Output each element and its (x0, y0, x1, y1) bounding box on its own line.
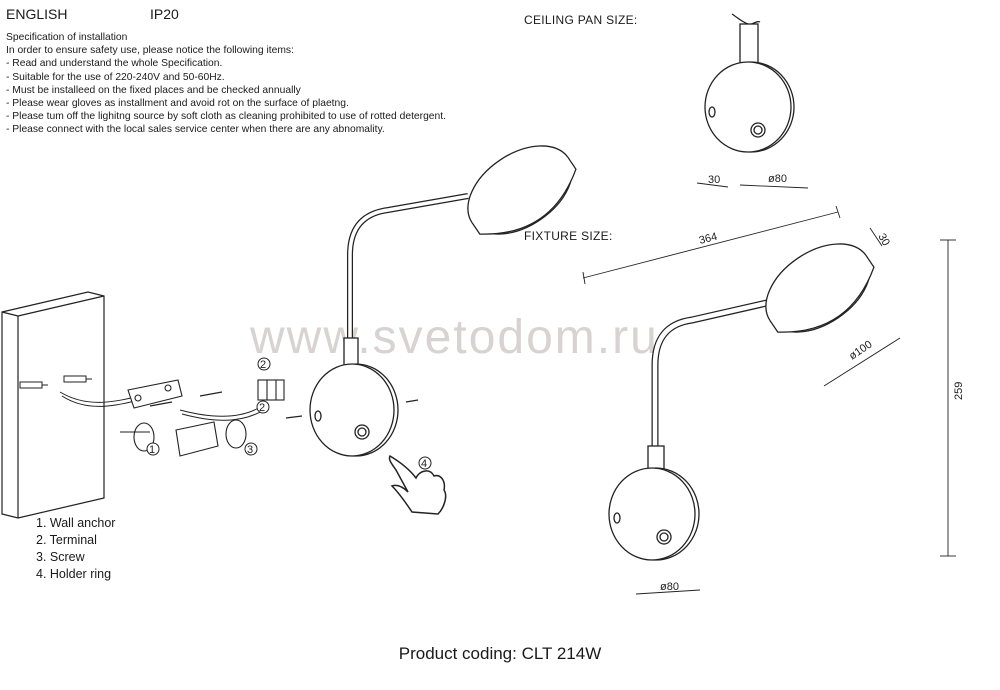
spec-item: - Suitable for the use of 220-240V and 5… (6, 71, 225, 83)
ceiling-pan-size-label: CEILING PAN SIZE: (524, 13, 638, 27)
mounting-bracket (127, 379, 183, 409)
legend-item: 2. Terminal (36, 533, 97, 547)
spec-item: - Read and understand the whole Specific… (6, 58, 223, 70)
watermark: www.svetodom.ru (250, 311, 659, 364)
spec-title: Specification of installation (6, 32, 128, 43)
fixture-dimensions (582, 205, 956, 595)
ceiling-pan-dimensions (696, 182, 809, 189)
callout-2: 2 (260, 359, 266, 371)
spec-item: - Please connect with the local sales se… (6, 124, 385, 136)
language-label: ENGLISH (6, 6, 68, 22)
callout-1: 1 (149, 444, 155, 456)
pan-diameter-dim: ø80 (768, 173, 787, 185)
length-dim: 364 (698, 231, 719, 247)
terminal-block (257, 379, 285, 401)
pan-depth-dim: 30 (708, 174, 720, 186)
wall-plate (1, 291, 105, 519)
parts-legend: 1. Wall anchor 2. Terminal 3. Screw 4. H… (36, 515, 115, 583)
spec-item: - Please wear gloves as installment and … (6, 98, 349, 110)
ip-rating: IP20 (150, 6, 179, 22)
legend-item: 4. Holder ring (36, 567, 112, 581)
legend-item: 1. Wall anchor (36, 516, 116, 530)
spec-item: - Must be installeed on the fixed places… (6, 84, 301, 96)
screws (149, 391, 419, 419)
specification-block: Specification of installation In order t… (6, 31, 446, 137)
wall-anchors (19, 375, 92, 389)
product-coding: Product coding: CLT 214W (398, 644, 602, 663)
callout-4: 4 (421, 458, 427, 470)
callout-3: 3 (247, 444, 253, 456)
callout-2b: 2 (259, 402, 265, 414)
head-diameter-dim: ø100 (847, 339, 875, 363)
ceiling-pan-drawing (704, 13, 795, 153)
legend-item: 3. Screw (36, 550, 85, 564)
callout-marks (146, 357, 432, 470)
spec-item: - Please tum off the lighitng source by … (6, 111, 446, 123)
fixture-size-label: FIXTURE SIZE: (524, 229, 613, 243)
fixture-drawing (608, 243, 875, 561)
base-diameter-dim: ø80 (660, 581, 679, 593)
hand-pointer-icon (388, 454, 447, 515)
install-lamp (309, 145, 577, 457)
anchor-detail (120, 419, 247, 457)
spec-intro: In order to ensure safety use, please no… (6, 45, 294, 57)
height-dim: 259 (953, 382, 965, 400)
head-depth-dim: 30 (875, 232, 892, 249)
